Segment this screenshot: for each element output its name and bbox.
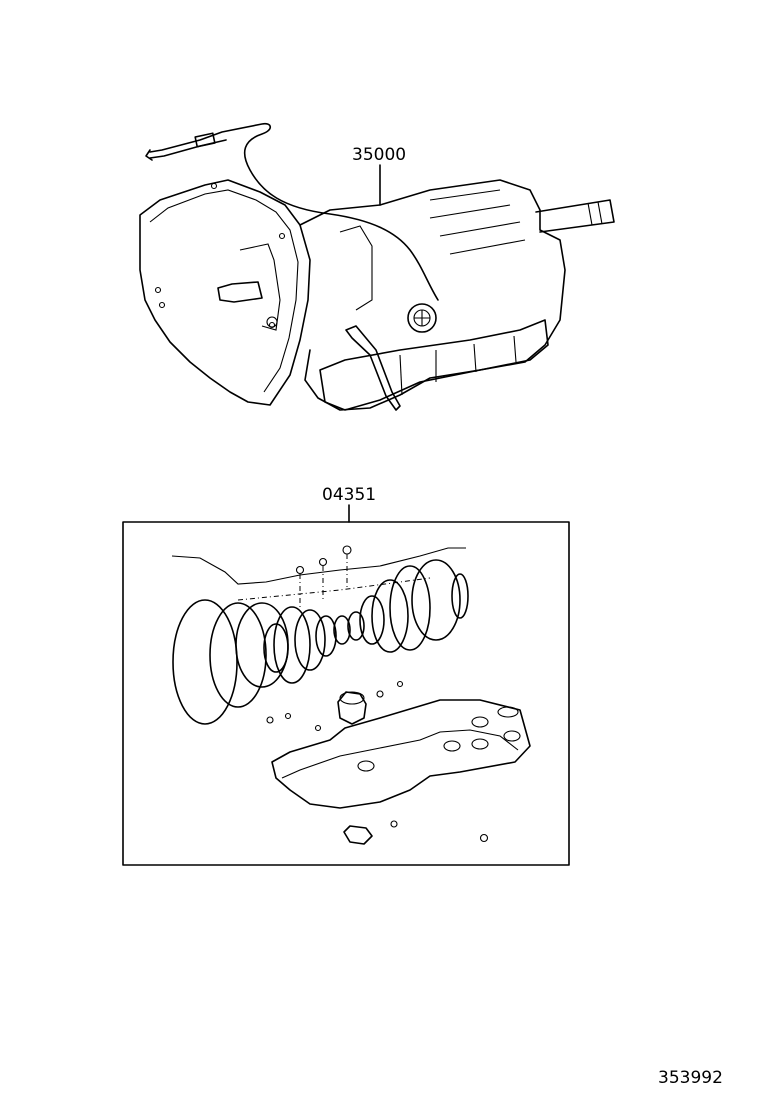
kit-box <box>122 521 570 866</box>
part-number-04351: 04351 <box>322 485 376 505</box>
part-number-35000: 35000 <box>352 145 406 165</box>
transmission-assembly-drawing <box>139 122 615 411</box>
figure-id: 353992 <box>658 1068 723 1088</box>
gasket-kit-drawing <box>171 545 531 845</box>
